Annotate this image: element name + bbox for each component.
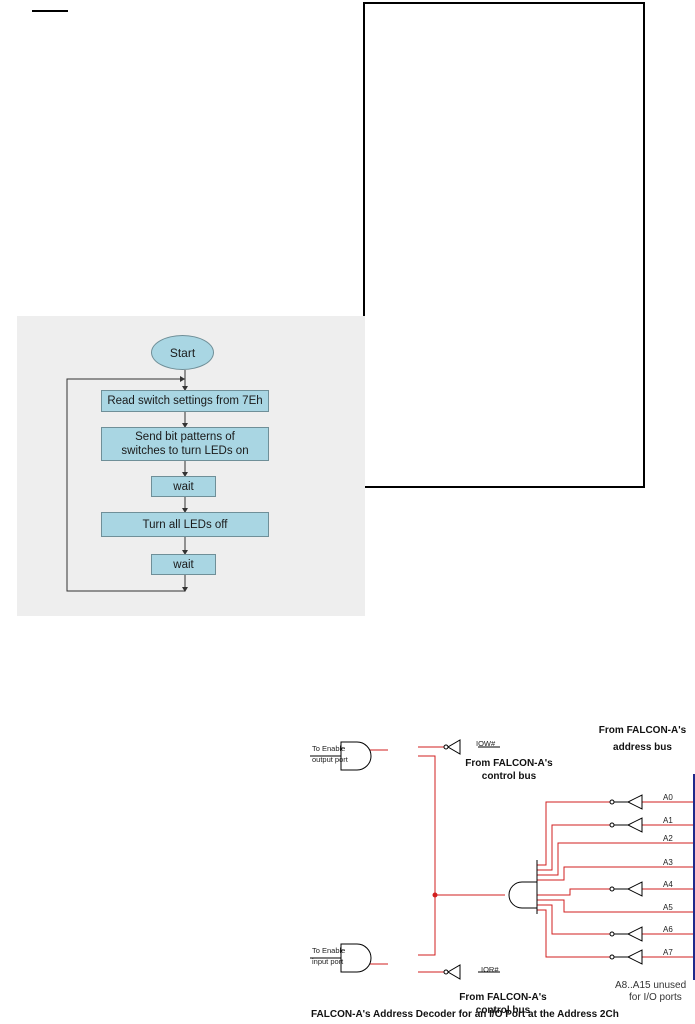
flowchart-step-read-switch: Read switch settings from 7Eh — [101, 390, 269, 412]
empty-frame — [363, 2, 645, 488]
out-enable-label-2: output port — [312, 755, 348, 764]
address-line-label-a4: A4 — [663, 880, 673, 889]
address-line-label-a1: A1 — [663, 816, 673, 825]
in-enable-label-1: To Enable — [312, 946, 346, 955]
decoder-caption: FALCON-A's Address Decoder for an I/O Po… — [311, 1009, 619, 1020]
address-line-label-a7: A7 — [663, 948, 673, 957]
address-line-label-a3: A3 — [663, 858, 673, 867]
ior-label: IOR# — [481, 965, 499, 974]
address-bus-label-1: From FALCON-A's — [598, 725, 687, 736]
flowchart-step-wait-1: wait — [151, 476, 216, 497]
flowchart-start: Start — [151, 335, 214, 370]
address-line-label-a5: A5 — [663, 903, 673, 912]
flowchart-connectors — [66, 370, 188, 592]
in-enable-label-2: input port — [312, 957, 344, 966]
out-enable-label-1: To Enable — [312, 744, 346, 753]
address-line-label-a6: A6 — [663, 925, 673, 934]
iow-label: IOW# — [476, 739, 496, 748]
control-bus-bottom-label-2: control bus — [475, 1005, 531, 1016]
control-bus-top-label-2: control bus — [481, 771, 537, 782]
flowchart-step-wait-2: wait — [151, 554, 216, 575]
address-line-label-a2: A2 — [663, 834, 673, 843]
control-bus-bottom-label-1: From FALCON-A's — [459, 992, 547, 1003]
flowchart-step-leds-off: Turn all LEDs off — [101, 512, 269, 537]
address-bus-label-2: address bus — [613, 742, 672, 753]
unused-lines-label-1: A8..A15 unused — [615, 980, 687, 991]
decoder-schematic — [310, 739, 695, 980]
flowchart-step-send-pattern: Send bit patterns of switches to turn LE… — [101, 427, 269, 461]
address-line-label-a0: A0 — [663, 793, 673, 802]
control-bus-top-label-1: From FALCON-A's — [465, 758, 553, 769]
heading-underline — [32, 10, 68, 12]
unused-lines-label-2: for I/O ports — [629, 992, 682, 1003]
